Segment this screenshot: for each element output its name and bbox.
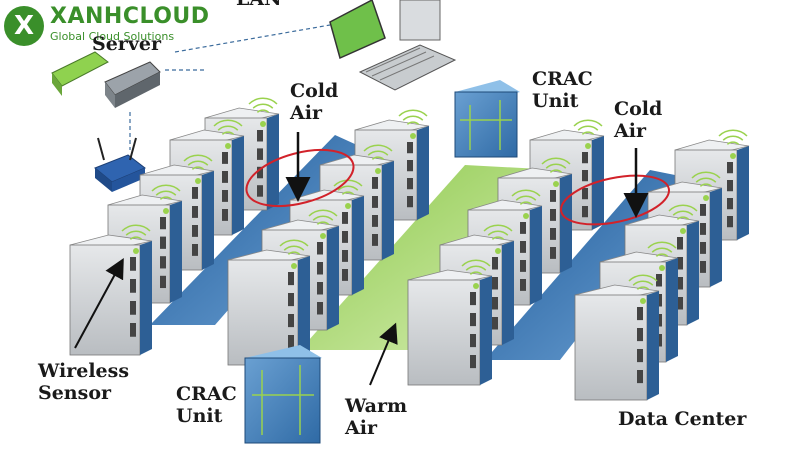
network-links	[129, 24, 331, 150]
server-rack	[574, 274, 660, 401]
data-center-label: Data Center	[618, 408, 747, 430]
cold-air-highlight-left	[245, 148, 355, 208]
wireless-sensor-arrow	[74, 257, 124, 349]
server-rack	[227, 239, 311, 366]
logo-name: XANHCLOUD	[50, 4, 210, 29]
cold-air-highlight-right	[560, 174, 670, 226]
wireless-router	[94, 137, 146, 192]
server-rack	[407, 259, 493, 386]
crac-unit-top	[454, 80, 520, 158]
logo-tagline: Global Cloud Solutions	[50, 30, 175, 43]
server-rack	[69, 224, 153, 356]
server-switch	[51, 51, 161, 108]
warm-air-arrow	[369, 322, 398, 386]
xanhcloud-logo: X XANHCLOUD Global Cloud Solutions	[0, 0, 215, 52]
cold-aisle-left	[150, 135, 368, 325]
lan-computer	[329, 0, 457, 91]
crac-unit-bottom	[244, 345, 322, 444]
server-label: Server	[92, 33, 161, 55]
lan-label: LAN	[236, 0, 281, 10]
logo-mark: X	[4, 6, 44, 46]
